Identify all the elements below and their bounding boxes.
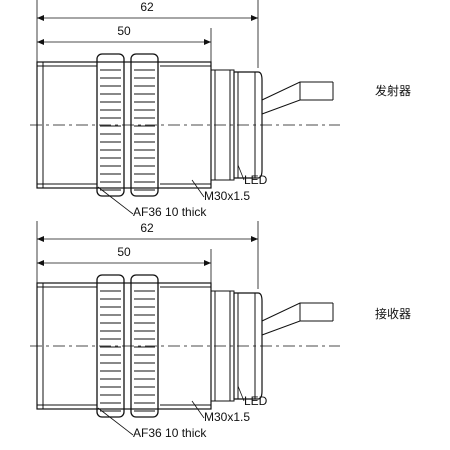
led-label-bottom: LED — [244, 394, 268, 408]
nut-label-bottom: AF36 10 thick — [133, 426, 207, 440]
sensor-outline-bottom — [30, 221, 340, 435]
role-label-receiver: 接收器 — [375, 306, 411, 321]
sensor-view-top: 62 50 LED M30x1.5 AF36 10 thick 发射器 — [30, 0, 411, 219]
dimension-body-top: 50 — [117, 24, 131, 38]
sensor-outline-top — [30, 0, 340, 214]
nut-label-top: AF36 10 thick — [133, 205, 207, 219]
led-label-top: LED — [244, 173, 268, 187]
sensor-view-bottom: 62 50 LED M30x1.5 AF36 10 thick 接收器 — [30, 221, 411, 440]
dimension-body-bottom: 50 — [117, 245, 131, 259]
thread-label-top: M30x1.5 — [204, 189, 250, 203]
thread-label-bottom: M30x1.5 — [204, 410, 250, 424]
role-label-transmitter: 发射器 — [375, 83, 411, 98]
dimension-overall-bottom: 62 — [140, 221, 154, 235]
dimension-overall-top: 62 — [140, 0, 154, 14]
